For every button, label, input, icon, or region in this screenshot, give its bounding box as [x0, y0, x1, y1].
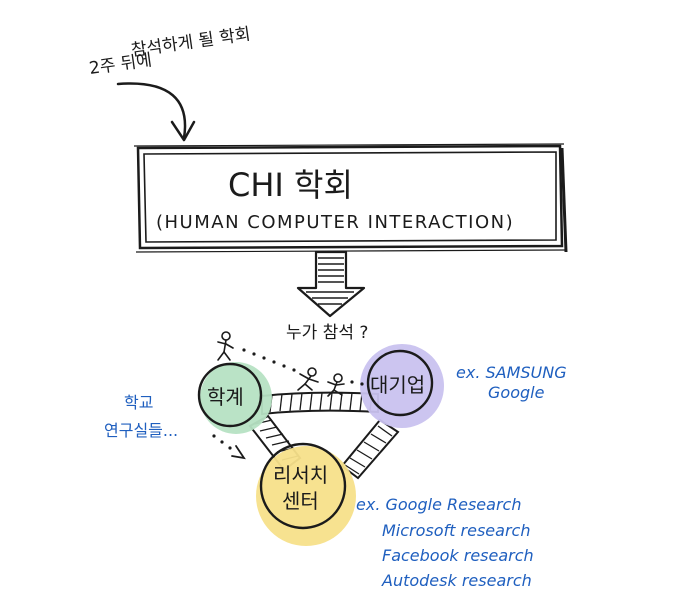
- node-industry: 대기업: [360, 344, 444, 428]
- academia-note-line1: 학교: [124, 393, 153, 412]
- conference-box: CHI 학회 (HUMAN COMPUTER INTERACTION): [133, 143, 568, 253]
- movement-arrow-down: [212, 434, 246, 460]
- research-example-2: Microsoft research: [382, 521, 530, 540]
- movement-dots-top: [242, 348, 364, 386]
- stick-figure-bridge-2: [327, 373, 345, 397]
- down-arrow: [296, 250, 366, 318]
- connection-academia-industry: [261, 391, 379, 416]
- industry-example-2: Google: [488, 383, 545, 402]
- node-academia-label: 학계: [207, 385, 244, 409]
- node-industry-label: 대기업: [370, 373, 425, 397]
- note-arrow: [116, 82, 187, 140]
- top-note-line2: 참석하게 될 학회: [130, 24, 252, 61]
- node-research-center: 리서치 센터: [256, 442, 356, 546]
- conference-title: CHI 학회: [228, 166, 353, 204]
- academia-note-line2: 연구실들...: [104, 421, 178, 440]
- research-example-3: Facebook research: [382, 546, 534, 565]
- connection-industry-research: [340, 418, 400, 480]
- node-academia: 학계: [197, 362, 272, 434]
- research-example-1: ex. Google Research: [356, 495, 521, 514]
- stick-figure-bridge-1: [297, 367, 319, 391]
- node-research-line1: 리서치: [273, 463, 328, 487]
- industry-example-1: ex. SAMSUNG: [456, 363, 567, 382]
- research-example-4: Autodesk research: [381, 571, 532, 590]
- stick-figure-academia: [217, 331, 234, 361]
- node-research-line2: 센터: [282, 489, 319, 513]
- arrow-caption: 누가 참석 ?: [286, 323, 368, 343]
- note-arrow-head: [170, 120, 196, 142]
- conference-subtitle: (HUMAN COMPUTER INTERACTION): [156, 212, 514, 233]
